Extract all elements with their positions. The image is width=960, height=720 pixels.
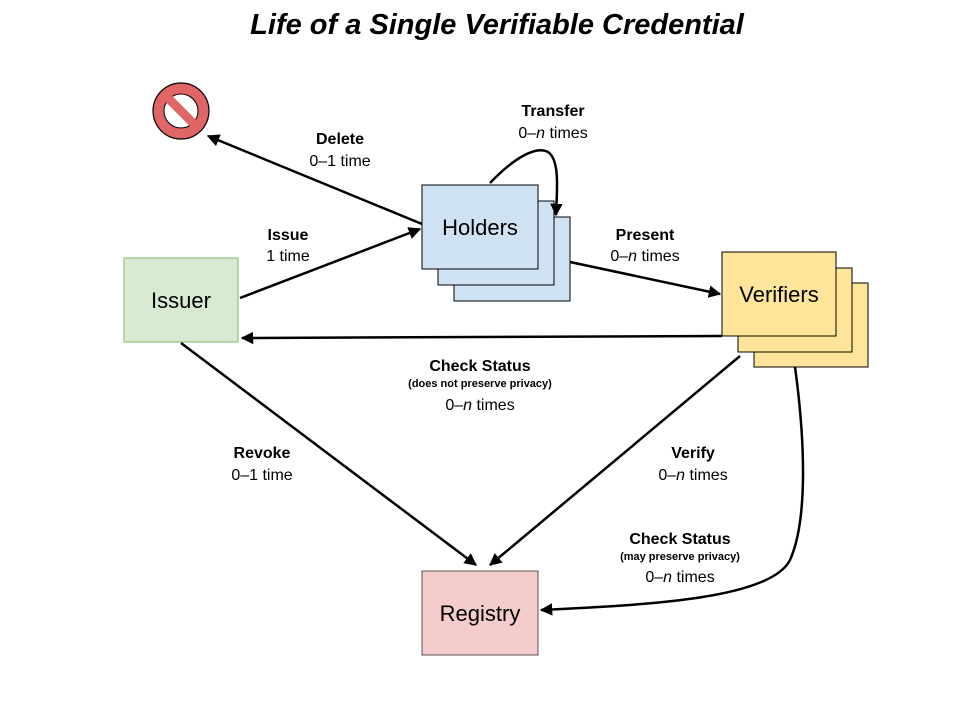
revoke-arrow <box>180 342 477 566</box>
diagram-title: Life of a Single Verifiable Credential <box>250 9 745 41</box>
check-status-issuer-label: Check Status <box>429 358 530 375</box>
present-label: Present <box>616 227 675 244</box>
check-status-issuer-edge-label: Check Status (does not preserve privacy)… <box>408 358 552 414</box>
verify-label: Verify <box>671 445 715 462</box>
check-status-issuer-note: (does not preserve privacy) <box>408 378 552 390</box>
transfer-label: Transfer <box>521 103 584 120</box>
present-edge-label: Present 0–n times <box>610 227 679 265</box>
check-status-registry-label: Check Status <box>629 531 730 548</box>
verify-edge-label: Verify 0–n times <box>658 445 727 484</box>
transfer-arrow <box>489 149 563 217</box>
revoke-label: Revoke <box>234 445 291 462</box>
transfer-edge-label: Transfer 0–n times <box>518 103 587 142</box>
issuer-label: Issuer <box>151 288 211 313</box>
prohibited-slash <box>164 94 198 128</box>
check-status-registry-note: (may preserve privacy) <box>620 551 740 563</box>
issue-frequency: 1 time <box>266 248 310 265</box>
verifiers-node: Verifiers <box>721 251 869 368</box>
verify-arrow <box>489 355 741 566</box>
revoke-edge-label: Revoke 0–1 time <box>231 445 292 484</box>
issue-arrow <box>239 227 422 300</box>
check-status-registry-frequency: 0–n times <box>645 569 714 586</box>
issuer-node: Issuer <box>123 257 239 343</box>
delete-edge-label: Delete 0–1 time <box>309 131 370 170</box>
transfer-frequency: 0–n times <box>518 125 587 142</box>
holders-label: Holders <box>442 215 518 240</box>
delete-label: Delete <box>316 131 364 148</box>
issuer-box <box>124 258 238 342</box>
present-arrow <box>569 260 722 298</box>
verifiers-label: Verifiers <box>739 282 818 307</box>
present-frequency: 0–n times <box>610 248 679 265</box>
check-status-registry-arrow <box>539 366 805 616</box>
check-status-registry-edge-label: Check Status (may preserve privacy) 0–n … <box>620 531 740 586</box>
registry-box <box>421 570 539 656</box>
issuer-border <box>123 257 239 343</box>
delete-frequency: 0–1 time <box>309 153 370 170</box>
delete-arrow <box>206 134 423 226</box>
verify-frequency: 0–n times <box>658 467 727 484</box>
issue-edge-label: Issue 1 time <box>266 227 310 265</box>
check-status-issuer-frequency: 0–n times <box>445 397 514 414</box>
verifiers-box <box>721 251 837 337</box>
registry-node: Registry <box>421 570 539 656</box>
check-status-issuer-arrow <box>240 331 723 345</box>
holders-box <box>421 184 539 270</box>
revoke-frequency: 0–1 time <box>231 467 292 484</box>
prohibited-icon <box>152 82 210 140</box>
issue-label: Issue <box>268 227 309 244</box>
registry-label: Registry <box>440 601 521 626</box>
holders-node: Holders <box>421 184 571 302</box>
